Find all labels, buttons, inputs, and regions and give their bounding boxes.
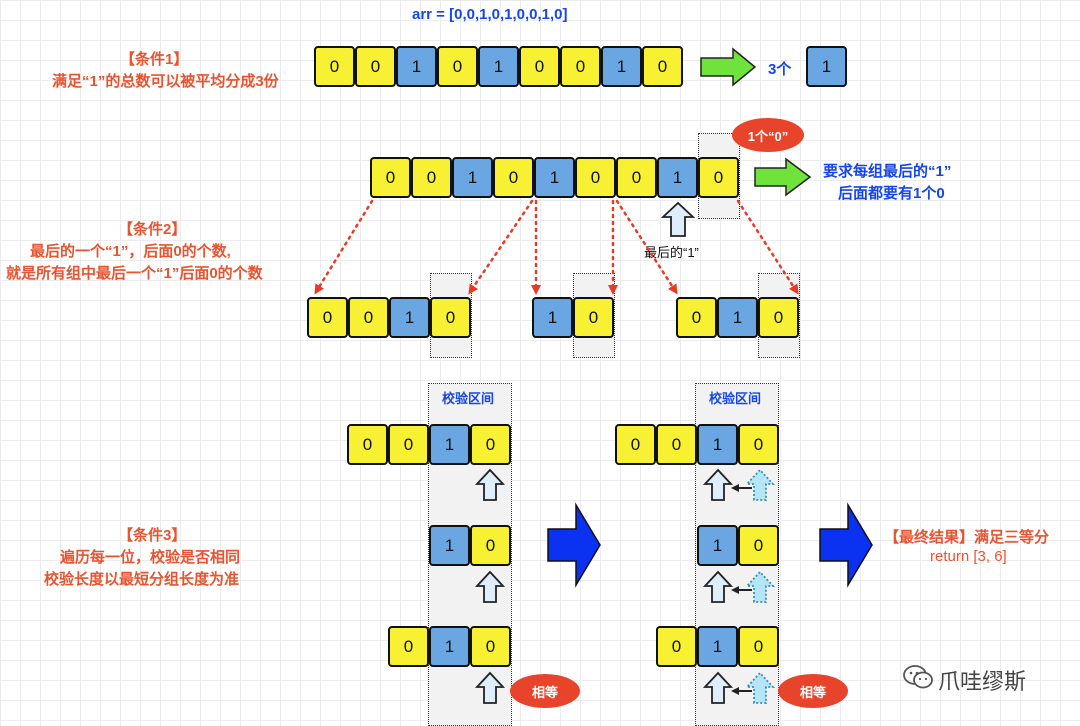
condition2-heading: 【条件2】 xyxy=(118,221,187,238)
group-cell: 0 xyxy=(388,424,429,465)
condition3-line2: 校验长度以最短分组长度为准 xyxy=(44,571,240,588)
last-one-label: 最后的“1” xyxy=(644,245,699,260)
array-cell: 0 xyxy=(411,157,452,198)
watermark-text: 爪哇缪斯 xyxy=(938,669,1027,694)
group-cell: 0 xyxy=(470,525,511,566)
result-cell: 1 xyxy=(806,46,847,87)
dotted-up-arrow xyxy=(744,468,776,501)
pointer-up-arrow xyxy=(702,671,734,704)
array-cell: 1 xyxy=(657,157,698,198)
array-cell: 0 xyxy=(698,157,739,198)
dotted-up-arrow xyxy=(744,570,776,603)
group-cell: 0 xyxy=(470,424,511,465)
group-cell: 0 xyxy=(656,626,697,667)
group-cell: 1 xyxy=(429,525,470,566)
group-cell: 1 xyxy=(532,297,573,338)
group-cell: 1 xyxy=(429,424,470,465)
group-cell: 0 xyxy=(573,297,614,338)
group-cell: 1 xyxy=(697,424,738,465)
requirement-line1: 要求每组最后的“1” xyxy=(823,163,952,180)
group-cell: 0 xyxy=(348,297,389,338)
split-arrow-2 xyxy=(468,199,534,295)
group-cell: 1 xyxy=(697,525,738,566)
green-arrow-row2 xyxy=(754,157,812,197)
array-cell: 1 xyxy=(452,157,493,198)
condition3-heading: 【条件3】 xyxy=(118,527,187,544)
result-count-label: 3个 xyxy=(768,61,792,78)
group-cell: 0 xyxy=(615,424,656,465)
group-cell: 0 xyxy=(738,626,779,667)
split-arrow-6 xyxy=(736,199,799,295)
group-cell: 0 xyxy=(656,424,697,465)
pointer-up-arrow xyxy=(474,468,506,501)
array-cell: 0 xyxy=(560,46,601,87)
group-cell: 0 xyxy=(388,626,429,667)
array-cell: 0 xyxy=(616,157,657,198)
last-one-up-arrow xyxy=(660,201,696,237)
condition2-line1: 最后的一个“1”，后面0的个数, xyxy=(30,243,231,260)
one-zero-bubble: 1个“0” xyxy=(732,118,804,152)
group-cell: 0 xyxy=(738,424,779,465)
split-arrow-1 xyxy=(314,199,374,295)
array-cell: 0 xyxy=(437,46,478,87)
condition3-line1: 遍历每一位，校验是否相同 xyxy=(60,549,241,566)
pointer-up-arrow xyxy=(474,570,506,603)
check-range-label-right: 校验区间 xyxy=(709,391,762,406)
pointer-up-arrow xyxy=(474,671,506,704)
group-cell: 1 xyxy=(389,297,430,338)
pointer-up-arrow xyxy=(702,570,734,603)
split-arrow-5 xyxy=(615,199,678,295)
group-cell: 1 xyxy=(697,626,738,667)
array-cell: 0 xyxy=(575,157,616,198)
equal-bubble-left: 相等 xyxy=(510,674,580,708)
final-result-line1: 【最终结果】满足三等分 xyxy=(884,529,1050,546)
array-cell: 1 xyxy=(601,46,642,87)
array-cell: 0 xyxy=(355,46,396,87)
array-cell: 1 xyxy=(534,157,575,198)
array-cell: 0 xyxy=(519,46,560,87)
array-cell: 0 xyxy=(642,46,683,87)
array-title: arr = [0,0,1,0,1,0,0,1,0] xyxy=(412,6,568,23)
dotted-up-arrow xyxy=(744,671,776,704)
green-arrow-row1 xyxy=(700,47,757,87)
array-cell: 0 xyxy=(370,157,411,198)
condition2-line2: 就是所有组中最后一个“1”后面0的个数 xyxy=(6,265,263,282)
wechat-logo-icon xyxy=(903,664,933,690)
array-cell: 1 xyxy=(478,46,519,87)
condition1-desc: 满足“1”的总数可以被平均分成3份 xyxy=(52,73,279,90)
group-cell: 0 xyxy=(430,297,471,338)
requirement-line2: 后面都要有1个0 xyxy=(838,185,945,202)
group-cell: 0 xyxy=(470,626,511,667)
group-cell: 0 xyxy=(758,297,799,338)
array-cell: 0 xyxy=(314,46,355,87)
equal-bubble-right: 相等 xyxy=(778,674,848,708)
array-cell: 0 xyxy=(493,157,534,198)
group-cell: 1 xyxy=(429,626,470,667)
group-cell: 0 xyxy=(676,297,717,338)
group-cell: 0 xyxy=(347,424,388,465)
pointer-up-arrow xyxy=(702,468,734,501)
big-blue-arrow-2 xyxy=(819,502,873,588)
array-cell: 1 xyxy=(396,46,437,87)
group-cell: 0 xyxy=(738,525,779,566)
final-result-line2: return [3, 6] xyxy=(930,548,1007,565)
check-range-label-left: 校验区间 xyxy=(442,391,495,406)
group-cell: 1 xyxy=(717,297,758,338)
group-cell: 0 xyxy=(307,297,348,338)
big-blue-arrow-1 xyxy=(547,502,601,588)
condition1-heading: 【条件1】 xyxy=(120,51,189,68)
